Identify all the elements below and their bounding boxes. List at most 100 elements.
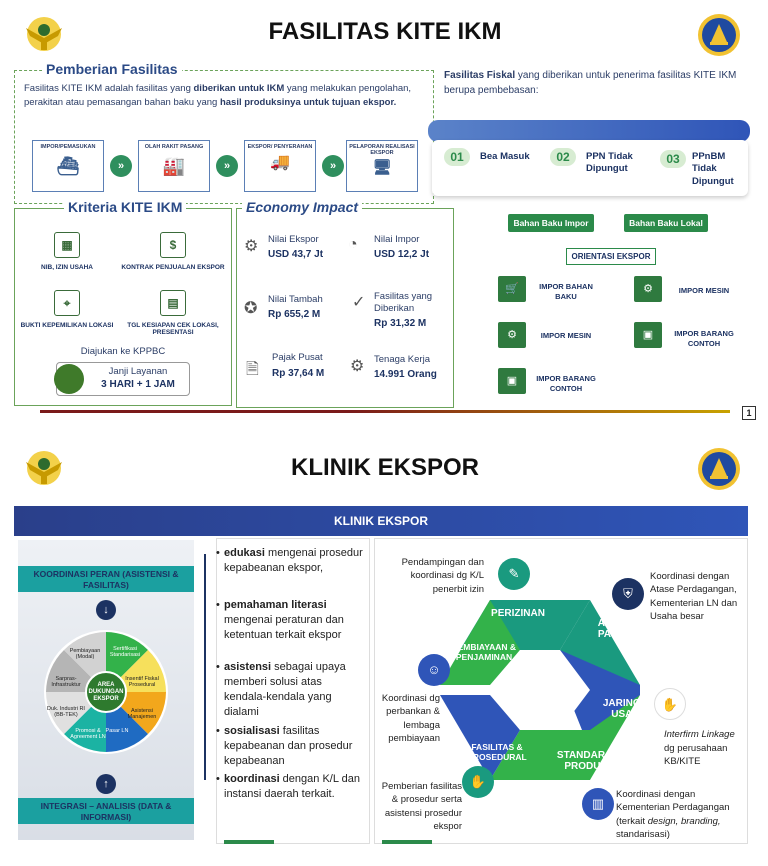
fiskal-num: 03	[660, 150, 686, 168]
fiskal-label: Bea Masuk	[480, 151, 530, 162]
fiskal-label: PPnBM Tidak Dipungut	[692, 151, 734, 187]
bullets-panel	[216, 538, 370, 844]
bullet-item: •pemahaman literasi mengenai peraturan d…	[216, 599, 344, 641]
factory-icon: ▦	[54, 232, 80, 258]
step-impor: IMPOR/PEMASUKAN ⛴	[32, 140, 104, 192]
bullet-item: •sosialisasi fasilitas kepabeanan dan pr…	[216, 725, 353, 767]
box-icon: ▣	[634, 322, 662, 348]
wheel-seg-label: Asistensi Manajemen	[127, 708, 157, 720]
kriteria-item-lokasi: ⌖BUKTI KEPEMILIKAN LOKASI	[18, 290, 116, 329]
leaf-icon	[54, 364, 84, 394]
wheel-seg-label: Sarpras-Infrastruktur	[51, 676, 81, 688]
impor-item: IMPOR BARANG CONTOH	[536, 374, 596, 394]
handshake-icon: ✋	[654, 688, 686, 720]
customs-logo-left	[22, 12, 66, 56]
kriteria-heading: Kriteria KITE IKM	[64, 199, 187, 215]
check-icon: ✓	[352, 294, 366, 311]
eco-label: Pajak Pusat	[272, 352, 323, 363]
bahan-lokal-pill: Bahan Baku Lokal	[624, 214, 708, 232]
pemberian-heading: Pemberian Fasilitas	[42, 61, 182, 77]
calendar-icon: ▤	[160, 290, 186, 316]
support-wheel	[44, 630, 168, 754]
award-icon: ✪	[244, 300, 258, 317]
fiskal-text: Fasilitas Fiskal yang diberikan untuk pe…	[444, 70, 737, 96]
fiskal-label: PPN Tidak Dipungut	[586, 151, 633, 175]
cycle-diagram	[440, 600, 640, 780]
klinik-banner: KLINIK EKSPOR	[14, 506, 748, 536]
step-arrow-icon: »	[322, 155, 344, 177]
eco-value: 14.991 Orang	[374, 369, 437, 380]
arrow-up-icon: ↑	[96, 774, 116, 794]
customs-logo-left	[22, 446, 66, 490]
arrow-down-icon: ↓	[96, 600, 116, 620]
hand-coin-icon: ✋	[462, 766, 494, 798]
cycle-segment-label: STANDAR & PRODUK	[556, 750, 616, 772]
fiskal-num: 02	[550, 148, 576, 166]
kemenkeu-logo-right	[696, 446, 742, 492]
shield-icon: ⛨	[612, 578, 644, 610]
eco-label: Fasilitas yang Diberikan	[374, 291, 433, 315]
fiskal-num: 01	[444, 148, 470, 166]
bullet-item: •asistensi sebagai upaya memberi solusi …	[216, 661, 346, 718]
monitor-icon: 🖥	[372, 159, 392, 176]
integrasi-banner: INTEGRASI – ANALISIS (DATA & INFORMASI)	[18, 798, 194, 824]
location-map-icon: ⌖	[54, 290, 80, 316]
pemberian-text: Fasilitas KITE IKM adalah fasilitas yang…	[24, 83, 412, 108]
cycle-segment-label: PEMBIAYAAN & PENJAMINAN	[451, 642, 517, 662]
impor-item: IMPOR BAHAN BAKU	[539, 282, 593, 302]
economy-heading: Economy Impact	[242, 199, 363, 215]
note-jaringan: dg perusahaan KB/KITE	[664, 743, 728, 768]
workers-gear-icon: ⚙	[350, 358, 365, 375]
cart-icon: 🛒	[498, 276, 526, 302]
footer-line	[40, 410, 730, 413]
wheel-seg-label: Pasar LN	[105, 728, 129, 734]
document-icon: 🗎	[246, 361, 259, 378]
speedometer-icon: ◔	[348, 236, 358, 253]
kriteria-item-nib: ▦NIB, IZIN USAHA	[20, 232, 114, 271]
eco-value: USD 12,2 Jt	[374, 249, 430, 260]
impor-item: IMPOR MESIN	[540, 331, 592, 340]
box-icon: ▣	[498, 368, 526, 394]
step-arrow-icon: »	[216, 155, 238, 177]
machine-icon: ⚙	[498, 322, 526, 348]
page-number: 1	[742, 406, 756, 420]
bullet-item: •koordinasi dengan K/L dan instansi daer…	[216, 773, 360, 800]
eco-value: Rp 31,32 M	[374, 318, 427, 329]
note-akses: Koordinasi dengan Atase Perdagangan, Kem…	[650, 571, 738, 622]
page-title: FASILITAS KITE IKM	[268, 18, 502, 45]
eco-label: Nilai Ekspor	[268, 234, 319, 245]
cycle-segment-label: FASILITAS & PROSEDURAL	[467, 742, 527, 762]
person-icon: ☺	[418, 654, 450, 686]
note-fasilitas: Pemberian fasilitas & prosedur serta asi…	[381, 781, 462, 832]
orientasi-ekspor: ORIENTASI EKSPOR	[566, 248, 656, 265]
bullet-item: •edukasi mengenai prosedur kepabeanan ek…	[216, 547, 363, 574]
eco-value: Rp 37,64 M	[272, 368, 325, 379]
bullets-accent	[224, 840, 274, 844]
note-perizinan: Pendampingan dan koordinasi dg K/L pener…	[401, 557, 484, 595]
eco-value: Rp 655,2 M	[268, 309, 321, 320]
step-olah: OLAH RAKIT PASANG 🏭	[138, 140, 210, 192]
janji-layanan-value: 3 HARI + 1 JAM	[101, 379, 175, 390]
ship-icon: ⛴	[56, 156, 80, 176]
building-icon: ▥	[582, 788, 614, 820]
koordinasi-banner: KOORDINASI PERAN (ASISTENSI & FASILITAS)	[18, 566, 194, 592]
factory-icon: 🏭	[162, 156, 186, 176]
wheel-seg-label: Insentif Fiskal Prosedural	[125, 676, 159, 688]
cycle-segment-label: JARINGAN USAHA	[602, 698, 656, 720]
gear-icon: ⚙	[244, 238, 259, 255]
wheel-seg-label: Pembiayaan (Modal)	[69, 648, 101, 660]
certificate-icon: ✎	[498, 558, 530, 590]
cycle-segment-label: PERIZINAN	[491, 608, 545, 619]
fiskal-banner	[428, 120, 750, 142]
step-pelaporan: PELAPORAN REALISASI EKSPOR 🖥	[346, 140, 418, 192]
bracket-line	[204, 554, 206, 780]
note-standar: Koordinasi dengan Kementerian Perdaganga…	[616, 789, 730, 840]
janji-layanan-label: Janji Layanan	[108, 366, 168, 377]
lokal-item: IMPOR MESIN	[678, 286, 730, 295]
note-jaringan-italic: Interfirm Linkage	[664, 729, 735, 740]
kemenkeu-logo-right	[696, 12, 742, 58]
eco-label: Nilai Tambah	[268, 294, 323, 305]
eco-value: USD 43,7 Jt	[268, 249, 324, 260]
wheel-center-label: AREA DUKUNGAN EKSPOR	[88, 682, 124, 703]
step-ekspor: EKSPOR/ PENYERAHAN 🚚	[244, 140, 316, 192]
